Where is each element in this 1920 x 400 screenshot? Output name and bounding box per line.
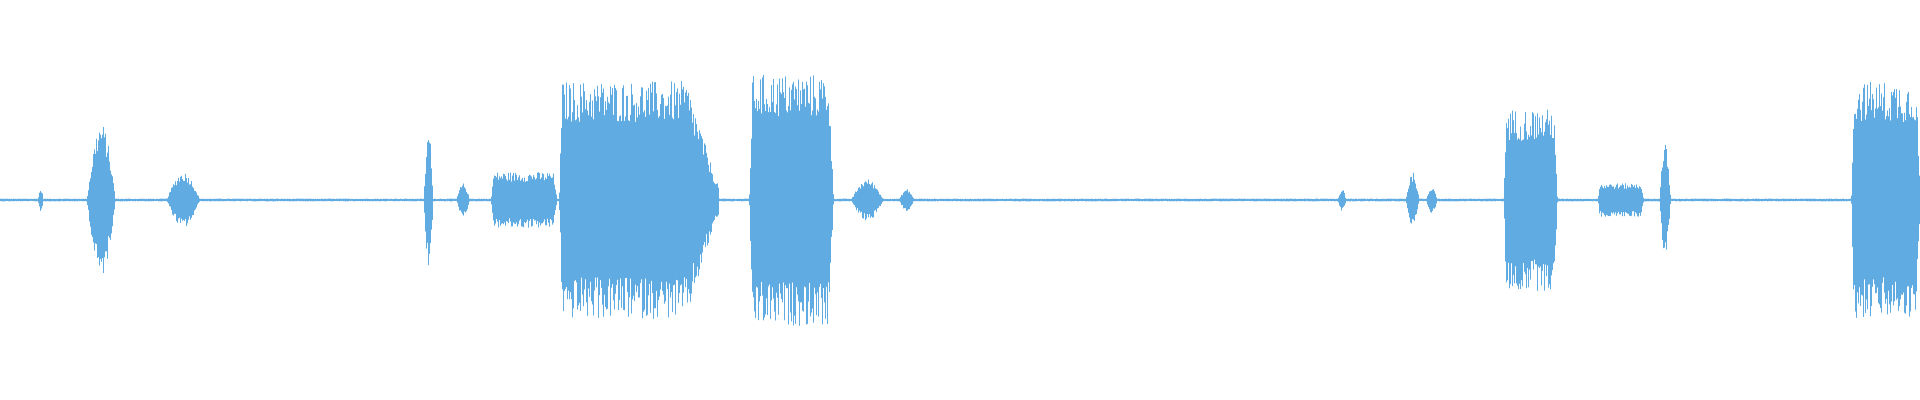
waveform-bars [0, 74, 1920, 326]
